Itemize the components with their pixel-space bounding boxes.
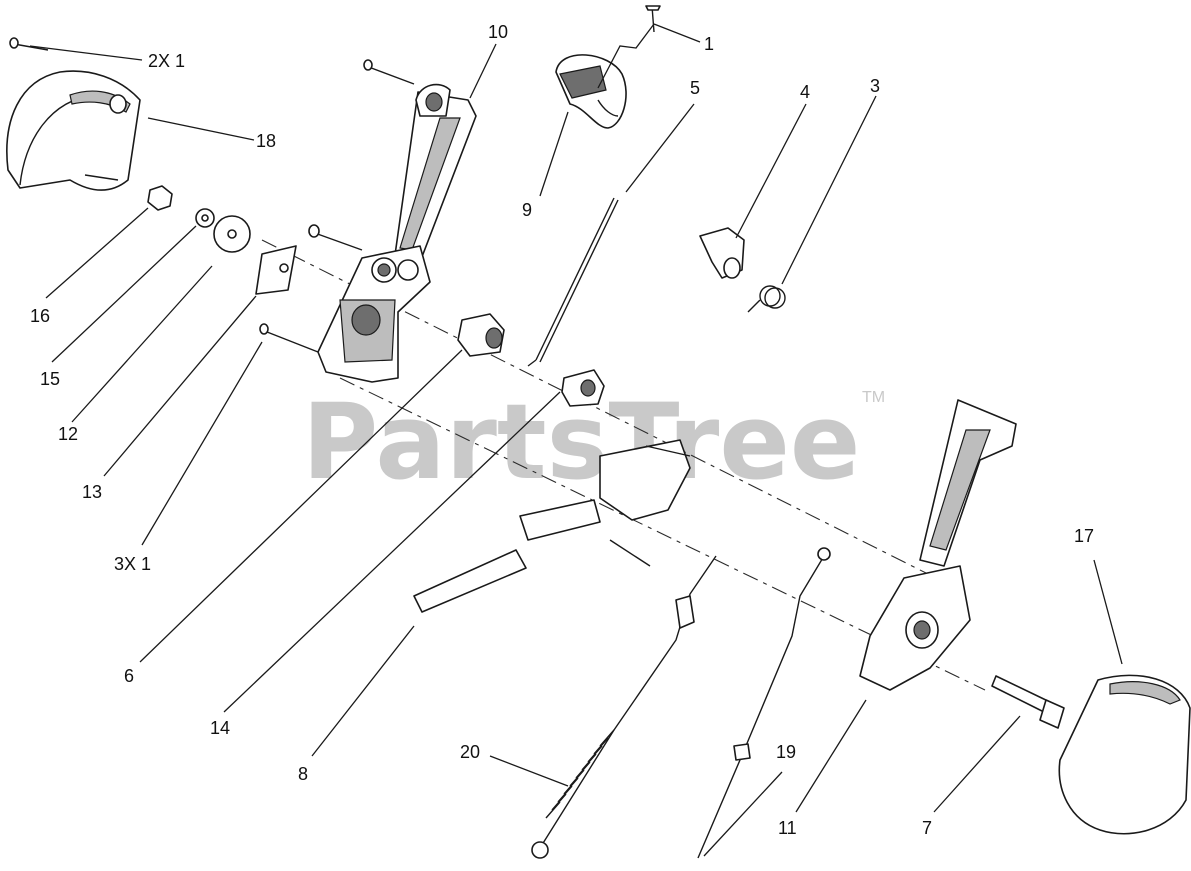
callout-3: 3	[870, 76, 880, 96]
leader-11	[795, 699, 867, 813]
leader-15	[51, 225, 197, 363]
leader-20	[489, 755, 569, 787]
part-20-spring-cable	[531, 555, 717, 859]
callout-14: 14	[210, 718, 230, 738]
part-8-shift-rod	[413, 439, 691, 613]
part-14-bushing	[561, 369, 605, 407]
part-2-screw	[9, 37, 49, 51]
callout-13: 13	[82, 482, 102, 502]
leader-3	[781, 95, 877, 285]
leader-12	[71, 265, 213, 423]
leader-14	[223, 391, 561, 713]
leader-5	[625, 103, 695, 193]
leader-1	[597, 23, 701, 89]
callout-4: 4	[800, 82, 810, 102]
callout-18: 18	[256, 131, 276, 151]
part-7-bolt	[991, 675, 1065, 729]
callout-2x1: 2X 1	[148, 51, 185, 71]
callout-9: 9	[522, 200, 532, 220]
part-1-pin	[645, 5, 661, 33]
part-3-spring	[747, 285, 786, 313]
leader-3x1	[141, 341, 263, 546]
callout-3x1: 3X 1	[114, 554, 151, 574]
part-5-rod	[527, 197, 619, 367]
callout-20: 20	[460, 742, 480, 762]
callout-5: 5	[690, 78, 700, 98]
part-9-knob	[555, 54, 627, 129]
callout-12: 12	[58, 424, 78, 444]
leader-6	[139, 349, 463, 663]
callout-16: 16	[30, 306, 50, 326]
part-12-washer	[213, 215, 251, 253]
leader-7	[933, 715, 1021, 813]
part-16-nut	[147, 185, 173, 211]
part-3-screw	[259, 323, 319, 353]
leader-19	[703, 771, 783, 857]
part-18-left-cover	[6, 70, 141, 191]
part-19-wire-cable	[697, 547, 831, 859]
callout-1: 1	[704, 34, 714, 54]
part-15-washer	[195, 208, 215, 228]
callout-19: 19	[776, 742, 796, 762]
alignment-axes	[261, 239, 986, 691]
callout-6: 6	[124, 666, 134, 686]
watermark-trademark: TM	[862, 389, 885, 406]
callout-17: 17	[1074, 526, 1094, 546]
callout-10: 10	[488, 22, 508, 42]
part-6-collar	[457, 313, 505, 357]
leader-13	[103, 295, 257, 477]
leader-16	[45, 207, 149, 299]
leader-17	[1093, 559, 1123, 665]
part-17-right-cover	[1058, 674, 1191, 835]
axis-upper	[261, 239, 931, 576]
leader-lines	[29, 23, 1123, 857]
callout-11: 11	[778, 818, 797, 838]
part-left-bracket	[308, 224, 431, 383]
part-11-right-lever	[859, 399, 1017, 691]
leader-10	[469, 43, 497, 99]
leader-2x1	[29, 45, 143, 61]
part-13-plate	[255, 245, 297, 295]
leader-9	[539, 111, 569, 197]
part-10-upper-lever	[363, 59, 477, 263]
callout-labels: 1 2X 1 3 3X 1 4 5 6 7 8 9 10 11 12 13 14…	[30, 22, 1094, 838]
leader-8	[311, 625, 415, 757]
callout-8: 8	[298, 764, 308, 784]
leader-18	[147, 117, 255, 141]
part-4-latch	[699, 227, 745, 279]
callout-15: 15	[40, 369, 60, 389]
leader-4	[735, 103, 807, 239]
callout-7: 7	[922, 818, 932, 838]
axis-lower	[339, 377, 986, 691]
